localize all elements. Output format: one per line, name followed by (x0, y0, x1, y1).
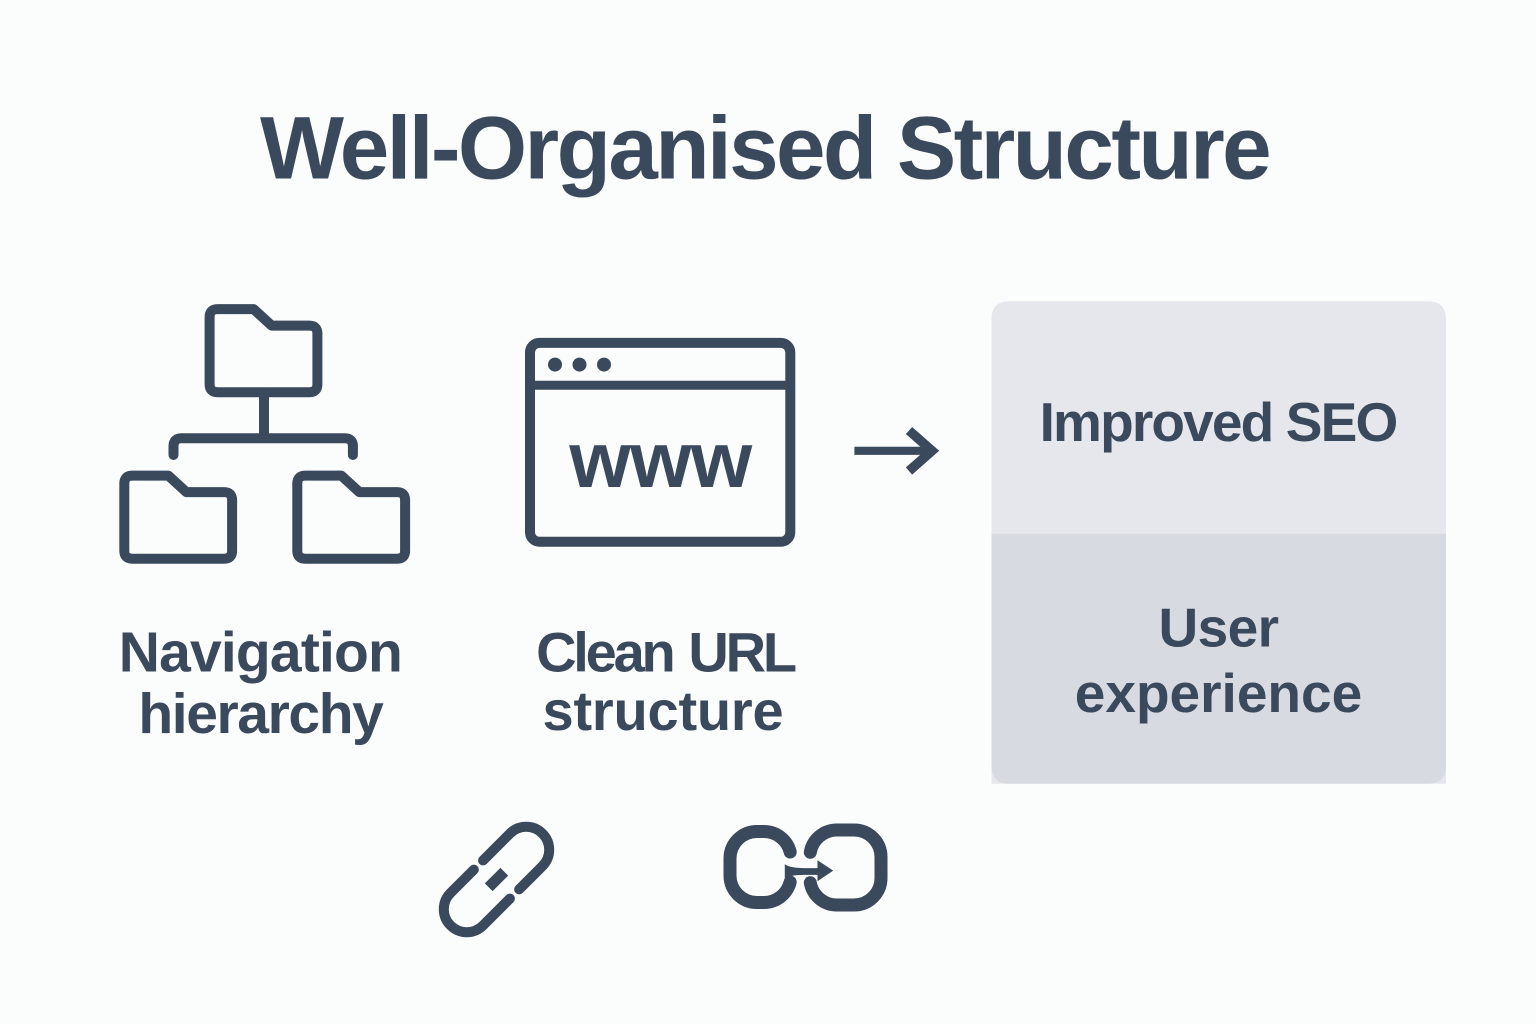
svg-text:www: www (568, 415, 752, 504)
svg-text:Well-Organised Structure: Well-Organised Structure (260, 98, 1269, 198)
svg-text:Clean URL: Clean URL (536, 621, 796, 684)
svg-text:hierarchy: hierarchy (138, 682, 384, 746)
svg-text:experience: experience (1075, 662, 1362, 724)
svg-text:User: User (1159, 597, 1279, 659)
svg-text:Navigation: Navigation (119, 621, 402, 685)
svg-text:structure: structure (543, 679, 784, 742)
svg-text:Improved SEO: Improved SEO (1040, 391, 1397, 453)
